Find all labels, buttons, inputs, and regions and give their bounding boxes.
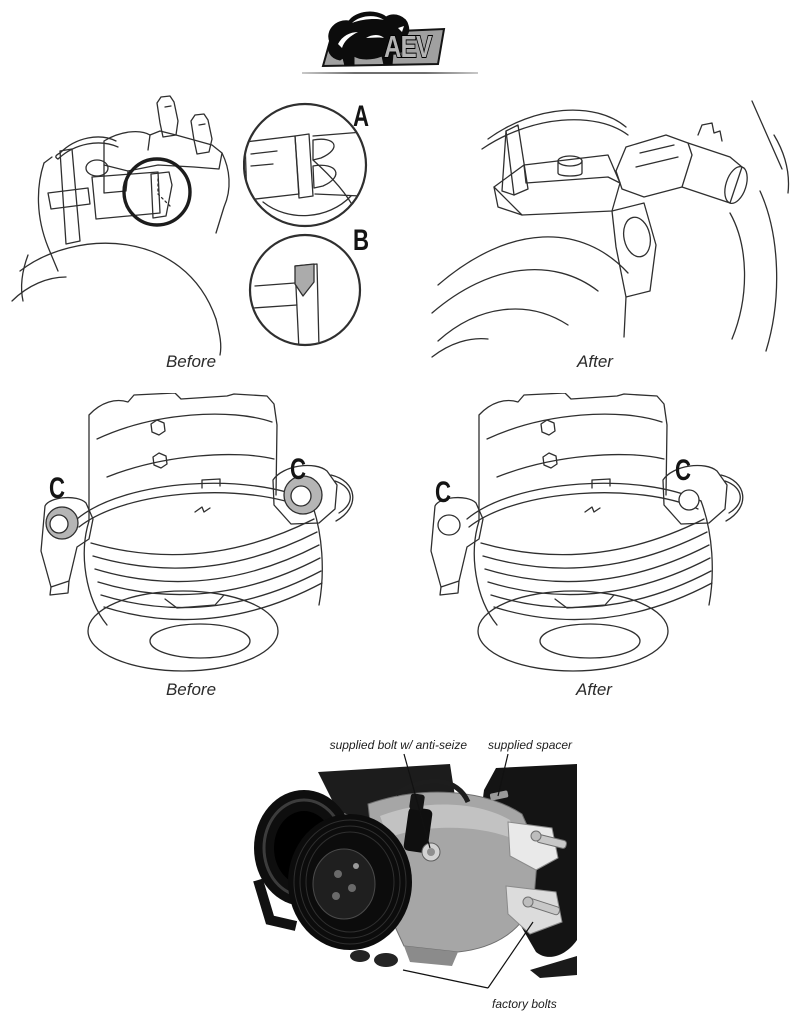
- logo-divider: [302, 72, 478, 74]
- compressor-photo: [253, 764, 577, 978]
- svg-text:AEV: AEV: [384, 29, 433, 64]
- figure-after-top: [431, 100, 790, 358]
- label-factory-bolts: factory bolts: [492, 997, 557, 1011]
- figure-after-middle: C C: [430, 393, 744, 672]
- marker-c-after-right: C: [675, 453, 691, 487]
- label-supplied-spacer: supplied spacer: [488, 738, 573, 752]
- marker-c-before-right: C: [290, 452, 306, 486]
- ear-hole-left: [437, 514, 461, 536]
- ear-hole-right: [678, 489, 700, 511]
- caption-before-middle: Before: [165, 680, 217, 699]
- callout-circle: [122, 157, 192, 227]
- bison-icon: [327, 11, 410, 67]
- leader-supplied-bolt: [403, 753, 431, 849]
- detail-a-label: A: [353, 99, 369, 133]
- detail-b-art: [252, 263, 320, 344]
- leader-supplied-spacer: [497, 753, 509, 797]
- marker-c-before-left: C: [49, 471, 65, 505]
- marker-c-after-left: C: [435, 475, 451, 509]
- detail-a-art: [245, 131, 364, 217]
- bushing-right: [283, 475, 323, 515]
- caption-after-middle: After: [576, 680, 612, 699]
- leader-factory-bolts: [402, 921, 534, 989]
- bushing-left: [45, 506, 79, 540]
- logo-wordmark: AEV: [383, 28, 434, 64]
- figure-before-middle: C C: [40, 393, 354, 672]
- caption-after-top: After: [577, 352, 613, 371]
- aev-logo: AEV: [321, 11, 446, 68]
- compressor-photo-figure: supplied bolt w/ anti-seize supplied spa…: [253, 738, 577, 1011]
- detail-b-label: B: [353, 223, 369, 257]
- figure-before-top: [11, 95, 230, 356]
- caption-before-top: Before: [165, 352, 217, 371]
- detail-circle-b: [248, 233, 362, 347]
- detail-circle-a: [243, 102, 368, 228]
- figure-detail-circles: A B: [243, 99, 369, 347]
- label-supplied-bolt: supplied bolt w/ anti-seize: [330, 738, 468, 752]
- supplied-spacer: [489, 790, 509, 801]
